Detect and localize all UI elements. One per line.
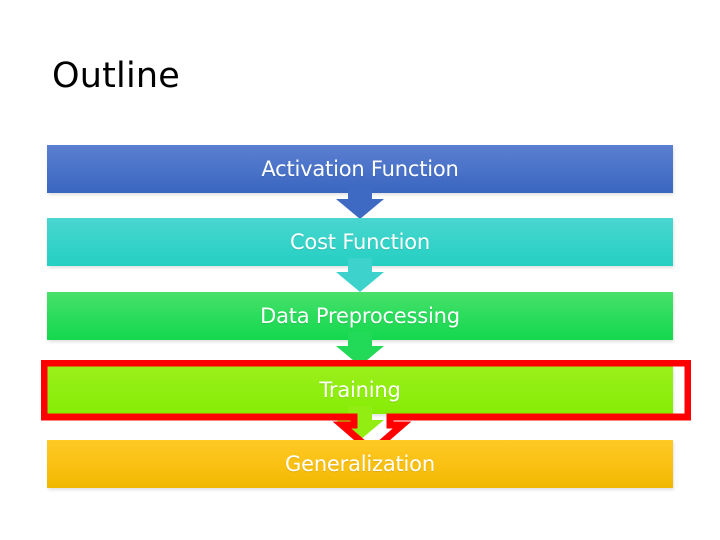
- process-step-label: Training: [319, 378, 401, 402]
- process-step-label: Data Preprocessing: [260, 304, 460, 328]
- process-step-band[interactable]: Generalization: [47, 440, 673, 488]
- process-step-label: Activation Function: [261, 157, 459, 181]
- process-chain: Activation Function Cost Function Data: [0, 140, 720, 500]
- down-arrow-icon: [336, 185, 384, 221]
- page-title: Outline: [52, 56, 181, 96]
- down-arrow-icon: [336, 332, 384, 368]
- process-step-label: Cost Function: [289, 230, 431, 254]
- down-arrow-icon: [336, 258, 384, 294]
- down-arrow-icon: [336, 406, 384, 442]
- process-step-label: Generalization: [285, 452, 435, 476]
